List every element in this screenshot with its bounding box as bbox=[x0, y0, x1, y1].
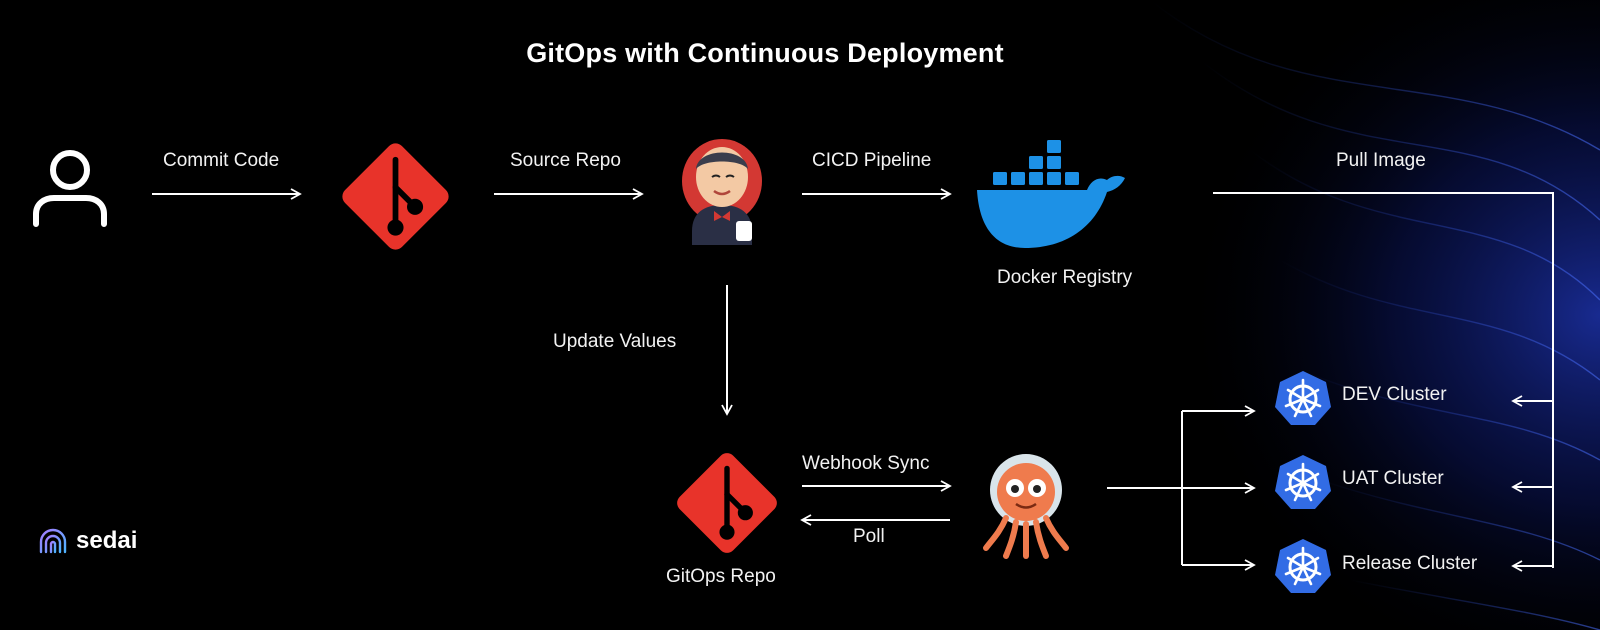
line-pull-image bbox=[1213, 192, 1554, 568]
label-pull-image: Pull Image bbox=[1336, 150, 1426, 171]
label-poll: Poll bbox=[853, 526, 885, 547]
docker-icon bbox=[977, 140, 1125, 248]
label-webhook-sync: Webhook Sync bbox=[802, 453, 930, 474]
label-cicd-pipeline: CICD Pipeline bbox=[812, 150, 932, 171]
argo-cd-icon bbox=[983, 454, 1069, 559]
k8s-uat-icon bbox=[1275, 455, 1331, 509]
gitops-repo-git-icon bbox=[677, 453, 777, 553]
cluster-label-uat: UAT Cluster bbox=[1342, 468, 1444, 489]
git-icon bbox=[342, 143, 449, 250]
jenkins-icon bbox=[682, 139, 762, 245]
label-commit-code: Commit Code bbox=[163, 150, 280, 171]
docker-registry-label: Docker Registry bbox=[997, 267, 1133, 288]
brand-logo: sedai bbox=[38, 527, 137, 555]
label-update-values: Update Values bbox=[553, 331, 677, 352]
k8s-dev-icon bbox=[1275, 371, 1331, 425]
sedai-logo-icon bbox=[39, 528, 67, 554]
brand-name: sedai bbox=[76, 527, 138, 554]
cluster-label-release: Release Cluster bbox=[1342, 553, 1478, 574]
cluster-label-dev: DEV Cluster bbox=[1342, 384, 1447, 405]
diagram-title: GitOps with Continuous Deployment bbox=[526, 38, 1004, 68]
label-source-repo: Source Repo bbox=[510, 150, 621, 171]
user-icon bbox=[33, 150, 107, 227]
gitops-repo-label: GitOps Repo bbox=[666, 566, 776, 587]
k8s-release-icon bbox=[1275, 539, 1331, 593]
